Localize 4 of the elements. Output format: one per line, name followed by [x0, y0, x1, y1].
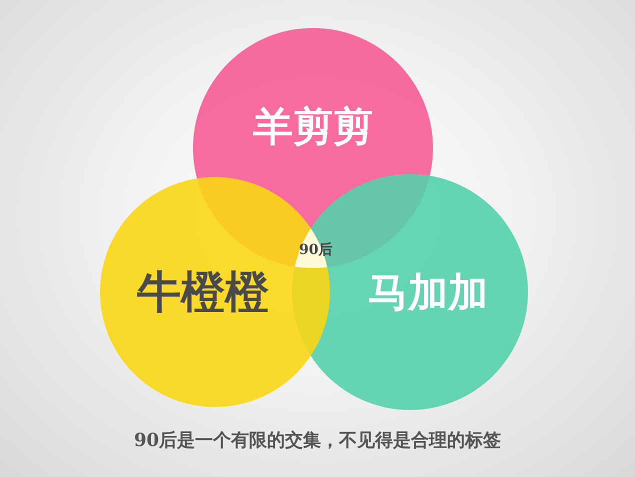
- circle-label: 马加加: [368, 268, 488, 318]
- circle-label: 牛橙橙: [137, 266, 269, 320]
- circle-label: 羊剪剪: [253, 102, 373, 152]
- caption: 90后是一个有限的交集，不见得是合理的标签: [132, 429, 502, 452]
